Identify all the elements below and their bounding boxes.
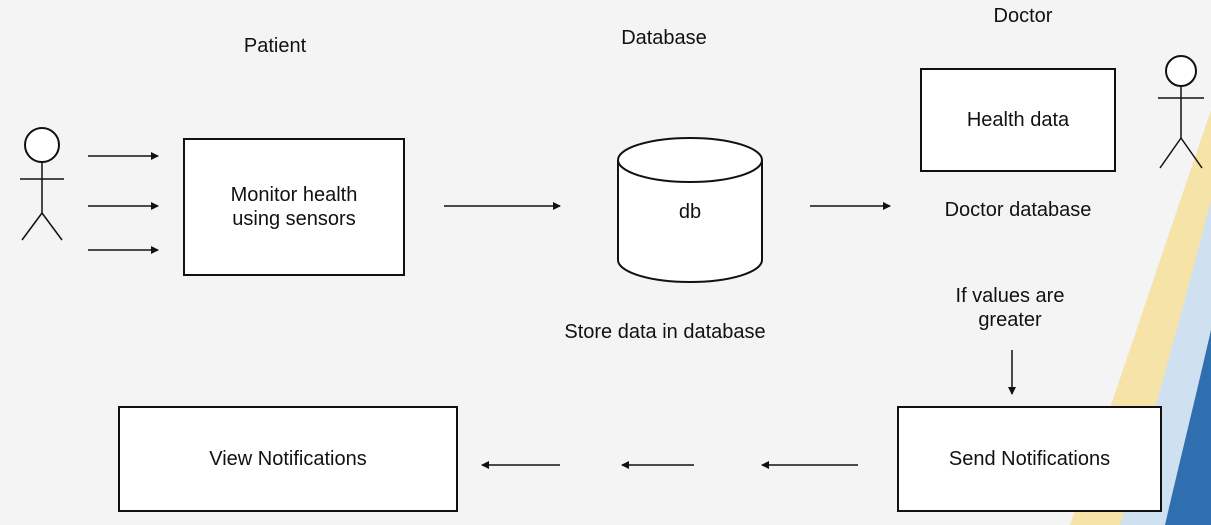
database-cylinder xyxy=(617,137,763,283)
monitor-health-label-line1: Monitor health xyxy=(230,184,358,206)
blue-swoosh xyxy=(1165,330,1211,525)
doctor-actor-icon xyxy=(1158,55,1204,169)
send-notifications-label: Send Notifications xyxy=(948,448,1111,470)
send-notifications-box: Send Notifications xyxy=(897,406,1162,512)
condition-label: If values are greater xyxy=(930,284,1090,332)
view-notifications-label: View Notifications xyxy=(209,448,367,470)
monitor-health-label-line2: using sensors xyxy=(232,208,356,230)
database-heading: Database xyxy=(621,27,707,49)
condition-line1: If values are xyxy=(955,285,1065,307)
view-notifications-box: View Notifications xyxy=(118,406,458,512)
doctor-database-caption: Doctor database xyxy=(944,199,1092,221)
patient-actor-icon xyxy=(20,127,64,241)
health-data-box: Health data xyxy=(920,68,1116,172)
monitor-health-box: Monitor health using sensors xyxy=(183,138,405,276)
condition-line2: greater xyxy=(978,309,1042,331)
database-cylinder-label: db xyxy=(678,201,702,223)
doctor-heading: Doctor xyxy=(993,5,1053,27)
health-data-label: Health data xyxy=(966,109,1070,131)
database-caption: Store data in database xyxy=(564,321,766,343)
patient-heading: Patient xyxy=(243,35,307,57)
